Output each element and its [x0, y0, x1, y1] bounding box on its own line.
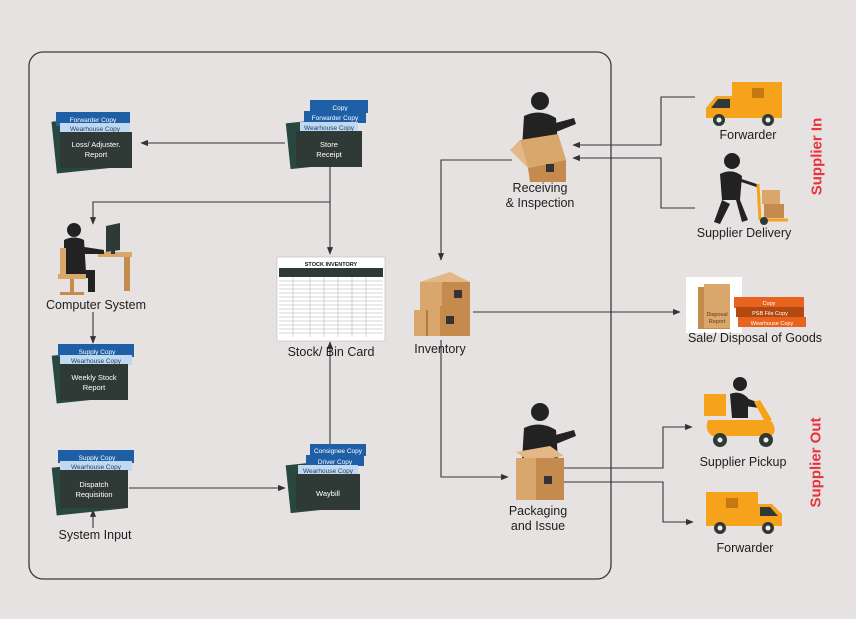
connector-delivery-to-receiving [572, 154, 695, 209]
loss-title-line-2: Report [85, 150, 108, 159]
disposal-copy-3: Wearhouse Copy [751, 321, 794, 327]
supplier-delivery-label: Supplier Delivery [696, 226, 792, 240]
sheet-title: STOCK INVENTORY [305, 262, 358, 268]
weekly-title-line-1: Weekly Stock [71, 373, 117, 382]
computer-user-icon [58, 223, 132, 295]
folder-line-2: Report [709, 319, 726, 325]
receipt-title-line-2: Receipt [316, 150, 342, 159]
receipt-title-line-1: Store [320, 140, 338, 149]
dispatch-document: Supply Copy Wearhouse Copy Dispatch Requ… [51, 450, 134, 516]
system-input-label: System Input [58, 528, 132, 542]
packaging-label-line-2: and Issue [510, 519, 566, 533]
loss-copy-1: Forwarder Copy [70, 117, 117, 124]
disposal-copy-2: PSB File Copy [752, 311, 788, 317]
dispatch-title-line-2: Requisition [75, 490, 112, 499]
receiving-worker-icon [510, 92, 576, 182]
weekly-copy-2: Wearhouse Copy [71, 358, 122, 365]
stock-bin-card-label: Stock/ Bin Card [287, 345, 375, 359]
receiving-label-line-2: & Inspection [505, 196, 575, 210]
computer-system-label: Computer System [45, 298, 147, 312]
connector-packaging-to-forwarder [564, 481, 694, 526]
loss-report-document: Forwarder Copy Wearhouse Copy Loss/ Adju… [51, 112, 132, 174]
connectors [89, 96, 695, 528]
supplier-pickup-label: Supplier Pickup [699, 455, 787, 469]
connector-receiving-to-inventory [437, 159, 512, 261]
packaging-worker-icon [516, 403, 576, 500]
weekly-copy-1: Supply Copy [79, 349, 117, 356]
connector-forwarder-to-receiving [572, 96, 695, 149]
inventory-label: Inventory [414, 342, 466, 356]
packaging-label-line-1: Packaging [508, 504, 568, 518]
receipt-copy-3: Wearhouse Copy [304, 125, 355, 132]
weekly-stock-document: Supply Copy Wearhouse Copy Weekly Stock … [51, 344, 134, 404]
packaging-label: Packaging and Issue [488, 504, 588, 534]
forwarder-out-label: Forwarder [716, 541, 774, 555]
loss-title-line-1: Loss/ Adjuster. [72, 140, 121, 149]
waybill-copy-1: Consignee Copy [314, 448, 363, 455]
folder-line-1: Disposal [706, 312, 727, 318]
hand-truck-delivery-icon [714, 153, 788, 225]
supplier-out-side-label: Supplier Out [807, 417, 825, 508]
forwarder-in-label: Forwarder [719, 128, 777, 142]
receiving-label: Receiving & Inspection [490, 181, 590, 211]
loss-copy-2: Wearhouse Copy [70, 126, 121, 133]
dispatch-copy-2: Wearhouse Copy [71, 464, 122, 471]
waybill-document: Consignee Copy Driver Copy Wearhouse Cop… [285, 444, 366, 514]
waybill-copy-2: Driver Copy [318, 459, 353, 466]
connector-packaging-to-pickup [564, 423, 693, 469]
sale-disposal-label: Sale/ Disposal of Goods [687, 331, 823, 345]
warehouse-frame [28, 51, 612, 580]
scooter-rider-icon [704, 377, 775, 447]
receipt-copy-1: Copy [332, 105, 348, 112]
forwarder-truck-icon [706, 82, 782, 126]
connector-inventory-to-packaging [440, 340, 509, 481]
receipt-copy-2: Forwarder Copy [312, 115, 359, 122]
connector-receipt-to-computer [89, 156, 331, 225]
waybill-title: Waybill [316, 489, 340, 498]
supplier-in-side-label: Supplier In [808, 117, 826, 196]
stock-inventory-sheet: STOCK INVENTORY [276, 256, 386, 342]
store-receipt-document: Copy Forwarder Copy Wearhouse Copy Store… [285, 100, 368, 170]
dispatch-title-line-1: Dispatch [79, 480, 108, 489]
disposal-report-folder: Disposal Report Copy PSB File Copy Wearh… [686, 277, 806, 333]
forwarder-truck-out-icon [706, 492, 782, 534]
receiving-label-line-1: Receiving [512, 181, 568, 195]
dispatch-copy-1: Supply Copy [79, 455, 117, 462]
weekly-title-line-2: Report [83, 383, 106, 392]
waybill-copy-3: Wearhouse Copy [303, 468, 354, 475]
disposal-copy-1: Copy [763, 301, 776, 307]
inventory-boxes-icon [414, 272, 470, 336]
